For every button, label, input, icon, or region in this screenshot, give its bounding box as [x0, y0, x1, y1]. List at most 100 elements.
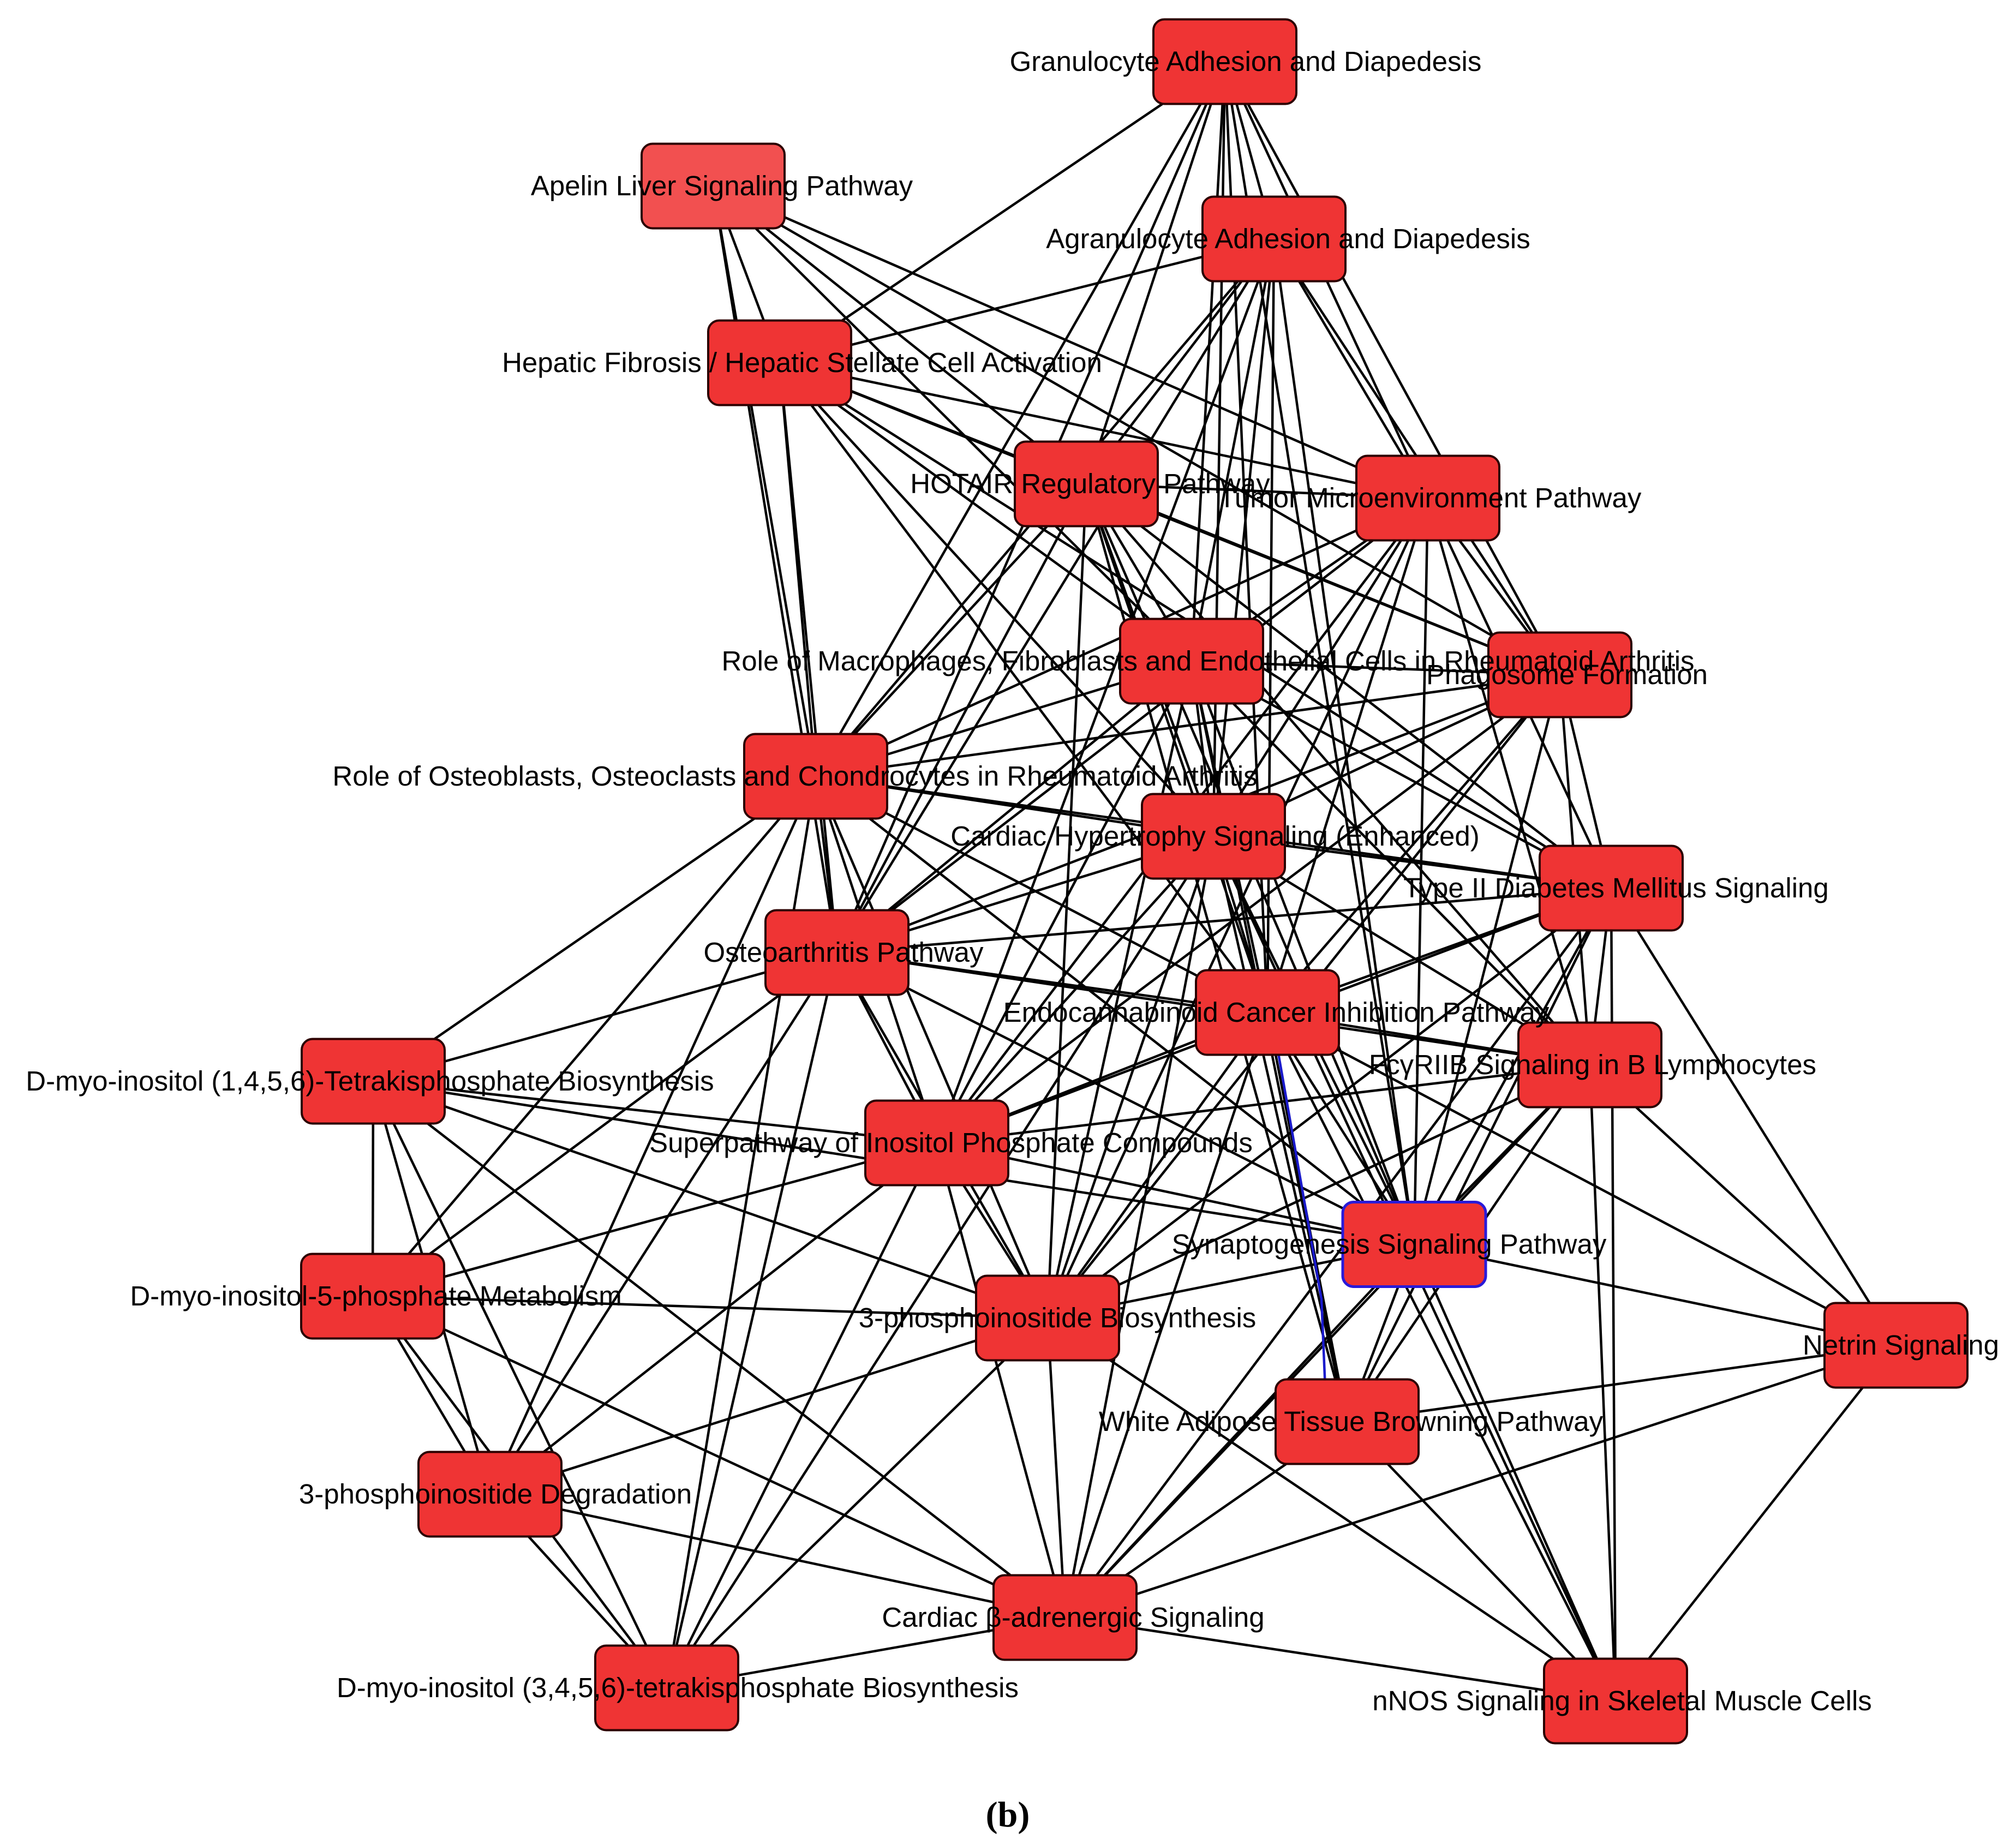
node-box-super[interactable] — [864, 1099, 1009, 1187]
edge-apelin-oa — [711, 185, 839, 953]
node-cardhyp[interactable] — [1141, 793, 1286, 880]
edge-cardhyp-cardb — [1063, 836, 1215, 1618]
node-box-wat[interactable] — [1275, 1378, 1420, 1465]
node-hotair[interactable] — [1014, 440, 1159, 528]
node-box-t2dm[interactable] — [1539, 844, 1684, 932]
node-label-hotair: HOTAIR Regulatory Pathway — [910, 468, 1270, 499]
node-apelin[interactable] — [641, 142, 786, 230]
node-box-p3deg[interactable] — [417, 1451, 563, 1538]
node-netrin[interactable] — [1823, 1302, 1969, 1389]
edge-gran-macro — [1190, 61, 1227, 662]
node-label-endo: Endocannabinoid Cancer Inhibition Pathwa… — [1003, 997, 1550, 1028]
node-nnos[interactable] — [1543, 1657, 1688, 1745]
node-phago[interactable] — [1487, 631, 1632, 718]
node-box-nnos[interactable] — [1543, 1657, 1688, 1745]
node-box-netrin[interactable] — [1823, 1302, 1969, 1389]
edge-d5p-cardb — [372, 1295, 1066, 1619]
node-d1456[interactable] — [301, 1038, 446, 1125]
edge-gran-cardhyp — [1212, 61, 1227, 837]
edge-oa-synap — [836, 951, 1415, 1246]
node-box-d3456[interactable] — [594, 1644, 739, 1732]
node-agran[interactable] — [1201, 195, 1347, 283]
node-box-apelin[interactable] — [641, 142, 786, 230]
node-label-d1456: D-myo-inositol (1,4,5,6)-Tetrakisphospha… — [26, 1065, 714, 1097]
edge-fcgr-netrin — [1589, 1064, 1897, 1346]
edge-oa-d3456 — [665, 952, 839, 1688]
node-super[interactable] — [864, 1099, 1009, 1187]
node-label-oa: Osteoarthritis Pathway — [703, 937, 984, 968]
edge-tumor-synap — [1413, 498, 1429, 1245]
node-osteo[interactable] — [743, 733, 888, 820]
edge-endo-p3bio — [1046, 1011, 1269, 1319]
node-box-oa[interactable] — [764, 909, 910, 996]
node-synap[interactable] — [1341, 1201, 1487, 1288]
node-p3bio[interactable] — [975, 1274, 1120, 1362]
edge-synap-netrin — [1414, 1243, 1897, 1347]
edge-macro-super — [936, 660, 1193, 1144]
node-t2dm[interactable] — [1539, 844, 1684, 932]
edge-agran-macro — [1190, 238, 1276, 662]
node-p3deg[interactable] — [417, 1451, 563, 1538]
edge-tumor-fcgr — [1426, 498, 1592, 1065]
edge-t2dm-oa — [836, 886, 1612, 954]
edge-fcgr-p3bio — [1047, 1063, 1590, 1320]
node-box-p3bio[interactable] — [975, 1274, 1120, 1362]
node-box-tumor[interactable] — [1355, 454, 1500, 542]
node-box-hepfib[interactable] — [707, 319, 852, 406]
edge-phago-osteo — [815, 673, 1560, 778]
node-box-gran[interactable] — [1152, 18, 1297, 105]
edge-macro-synap — [1190, 661, 1416, 1245]
edge-macro-fcgr — [1191, 660, 1591, 1066]
edge-d1456-d3456 — [372, 1081, 668, 1688]
edge-d5p-p3bio — [372, 1295, 1048, 1320]
node-fcgr[interactable] — [1517, 1021, 1662, 1109]
edge-netrin-cardb — [1064, 1344, 1897, 1619]
node-label-cardb: Cardiac β-adrenergic Signaling — [882, 1602, 1264, 1633]
node-box-osteo[interactable] — [743, 733, 888, 820]
node-box-synap[interactable] — [1341, 1201, 1487, 1288]
node-hepfib[interactable] — [707, 319, 852, 406]
edge-p3deg-cardb — [489, 1493, 1066, 1619]
edge-tumor-p3bio — [1046, 498, 1429, 1319]
node-oa[interactable] — [764, 909, 910, 996]
edge-apelin-hotair — [712, 185, 1087, 485]
node-box-endo[interactable] — [1195, 969, 1340, 1056]
edge-tumor-oa — [836, 497, 1429, 954]
node-cardb[interactable] — [992, 1574, 1138, 1661]
node-label-netrin: Netrin Signaling — [1803, 1329, 1999, 1361]
node-box-agran[interactable] — [1201, 195, 1347, 283]
node-box-fcgr[interactable] — [1517, 1021, 1662, 1109]
node-d5p[interactable] — [300, 1253, 445, 1340]
edge-agran-cardhyp — [1212, 238, 1276, 837]
node-label-phago: Phagosome Formation — [1426, 659, 1708, 690]
node-box-phago[interactable] — [1487, 631, 1632, 718]
edge-apelin-tumor — [713, 184, 1428, 500]
node-d3456[interactable] — [594, 1644, 739, 1732]
edge-hepfib-endo — [779, 362, 1269, 1014]
edge-gran-hepfib — [779, 61, 1226, 364]
node-box-hotair[interactable] — [1014, 440, 1159, 528]
edge-selected-endo-wat — [1277, 1053, 1327, 1389]
node-macro[interactable] — [1119, 618, 1264, 705]
node-box-cardhyp[interactable] — [1141, 793, 1286, 880]
node-label-p3deg: 3-phosphoinositide Degradation — [299, 1478, 692, 1509]
edge-t2dm-cardb — [1064, 887, 1612, 1619]
node-box-macro[interactable] — [1119, 618, 1264, 705]
node-label-apelin: Apelin Liver Signaling Pathway — [531, 170, 913, 201]
node-endo[interactable] — [1195, 969, 1340, 1056]
edge-fcgr-super — [936, 1063, 1590, 1145]
node-tumor[interactable] — [1355, 454, 1500, 542]
node-box-d5p[interactable] — [300, 1253, 445, 1340]
edge-super-d5p — [372, 1141, 937, 1298]
edge-endo-nnos — [1266, 1011, 1617, 1702]
node-label-gran: Granulocyte Adhesion and Diapedesis — [1010, 46, 1482, 77]
node-label-super: Superpathway of Inositol Phosphate Compo… — [649, 1127, 1253, 1158]
edge-endo-netrin — [1266, 1011, 1897, 1346]
node-box-d1456[interactable] — [301, 1038, 446, 1125]
node-label-t2dm: Type II Diabetes Mellitus Signaling — [1403, 872, 1829, 903]
edge-d1456-super — [373, 1080, 937, 1145]
node-box-cardb[interactable] — [992, 1574, 1138, 1661]
node-label-d3456: D-myo-inositol (3,4,5,6)-tetrakisphospha… — [337, 1672, 1019, 1703]
node-gran[interactable] — [1152, 18, 1297, 105]
node-wat[interactable] — [1275, 1378, 1420, 1465]
